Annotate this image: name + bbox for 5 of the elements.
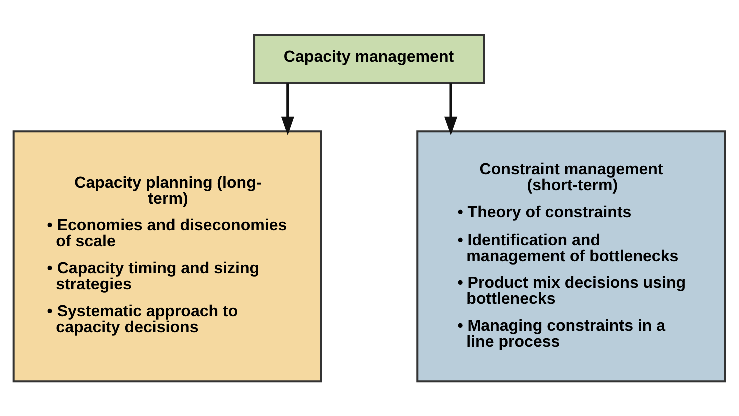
node-box: Capacity planning (long-term) • Economies and diseconomies of scale • Capacity timing and sizing strategies • Systematic approach to capacity decisions (12, 130, 322, 382)
node-box: Constraint management (short-term) • Theory of constraints • Identification and management of bottlenecks • Product mix decisions using bottlenecks • Managing constraints in a line process (416, 130, 726, 382)
node-box: Capacity management (254, 34, 486, 84)
arrow (444, 83, 458, 136)
arrow (281, 83, 294, 136)
